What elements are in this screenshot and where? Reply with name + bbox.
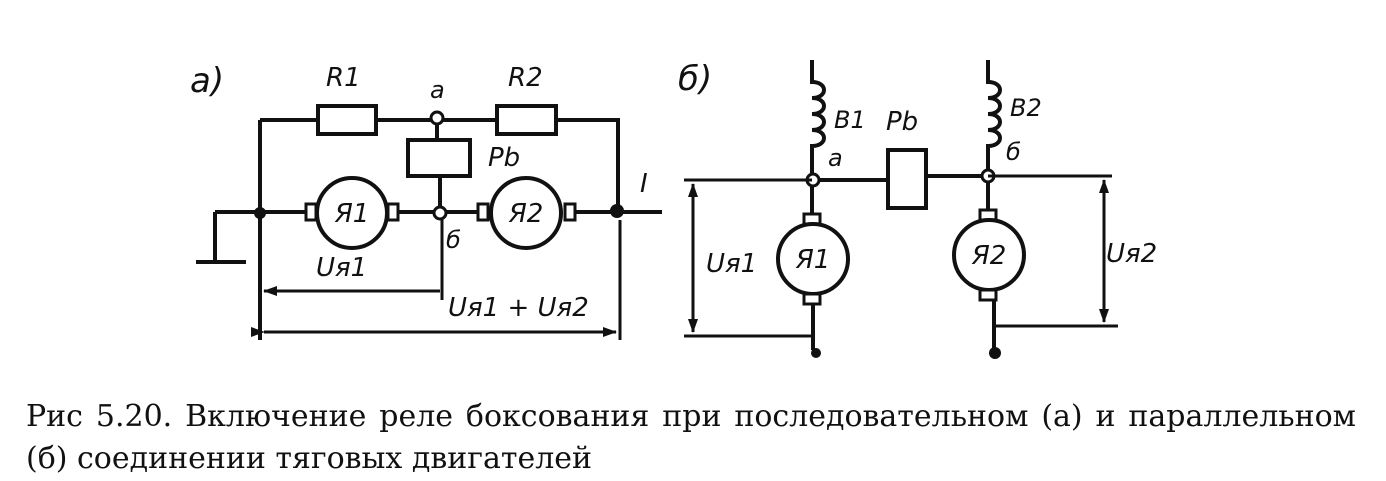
relay-b-label: Pb	[886, 107, 918, 137]
relay-connection-wire	[812, 174, 988, 182]
node-a-label-b: а	[828, 144, 843, 172]
field-1-label: В1	[834, 106, 866, 134]
armature-1-label-b: Я1	[795, 245, 831, 275]
node-b-terminal	[432, 205, 448, 221]
circuit-figure: а) R1 R2 а Pb Я1 Я2 б I Uя1	[190, 59, 1157, 359]
diagram-b-parallel: б) В1 В2 Pb а б Я1 Я2 Uя1	[678, 59, 1157, 359]
relay-pb-b	[886, 148, 928, 210]
voltage-1-label-b: Uя1	[706, 249, 757, 279]
voltage-sum-label: Uя1 + Uя2	[448, 293, 589, 323]
motor-b1-brush-bottom	[802, 292, 822, 306]
left-terminal-wire	[196, 120, 262, 340]
voltage-1-extension-lines	[684, 178, 812, 338]
relay-label: Pb	[488, 143, 520, 173]
motor-2-brush-left	[476, 202, 490, 222]
armature-2-label-b: Я2	[971, 241, 1007, 271]
resistor-r2	[495, 104, 558, 136]
voltage-1-label: Uя1	[316, 253, 367, 283]
panel-b-label: б)	[678, 59, 712, 99]
r2-label: R2	[508, 63, 543, 93]
node-b-label-b: б	[1006, 138, 1021, 166]
armature-1-label: Я1	[334, 199, 370, 229]
armature-2-motor	[489, 176, 563, 250]
motor-1-brush-left	[304, 202, 318, 222]
node-a-label: а	[430, 76, 445, 104]
voltage-2-label-b: Uя2	[1106, 239, 1157, 269]
left-junction	[254, 207, 266, 219]
current-label: I	[640, 169, 648, 199]
field-winding-1	[810, 60, 826, 214]
armature-1-motor	[315, 176, 389, 250]
armature-2-label: Я2	[508, 199, 544, 229]
field-winding-2	[986, 60, 1002, 210]
field-2-label: В2	[1010, 94, 1042, 122]
motor-b2-brush-bottom	[978, 288, 998, 302]
relay-pb	[406, 138, 472, 178]
voltage-2-extension-lines	[988, 174, 1118, 328]
panel-a-label: а)	[190, 61, 224, 101]
figure-caption: Рис 5.20. Включение реле боксования при …	[26, 399, 1356, 476]
node-a-terminal	[429, 110, 445, 126]
right-junction	[610, 204, 624, 218]
diagram-a-series: а) R1 R2 а Pb Я1 Я2 б I Uя1	[190, 61, 662, 340]
measure-extension-lines	[440, 218, 622, 340]
motor-b1-terminal	[811, 348, 821, 358]
resistor-r1	[316, 104, 378, 136]
r1-label: R1	[326, 63, 361, 93]
motor-b2-terminal	[989, 347, 1001, 359]
node-b-label: б	[446, 226, 461, 254]
motor-2-brush-right	[563, 202, 577, 222]
motor-1-brush-right	[386, 202, 400, 222]
